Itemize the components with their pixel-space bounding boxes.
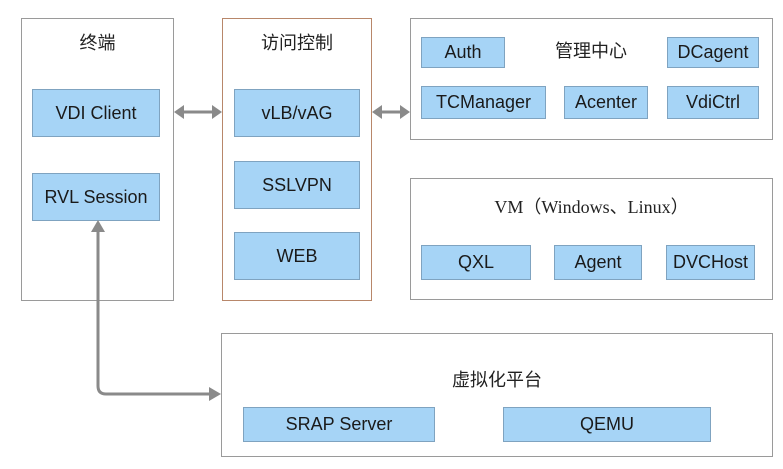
sslvpn-node: SSLVPN [234,161,360,209]
arrowhead-left-1 [174,105,184,119]
virtualization-platform-panel: 虚拟化平台 SRAP Server QEMU [221,333,773,457]
vdictrl-node: VdiCtrl [667,86,759,119]
virtualization-platform-title: 虚拟化平台 [452,370,542,391]
dcagent-node: DCagent [667,37,759,68]
vm-title: VM（Windows、Linux） [494,197,689,217]
arrowhead-right-platform [209,387,221,401]
management-center-panel: 管理中心 Auth DCagent TCManager Acenter VdiC… [410,18,773,140]
arrow-rvl-to-platform [96,228,212,396]
acenter-node: Acenter [564,86,648,119]
access-control-title: 访问控制 [261,33,333,54]
terminal-title: 终端 [79,33,116,54]
management-center-title: 管理中心 [555,41,627,62]
vlb-vag-node: vLB/vAG [234,89,360,137]
vdi-client-node: VDI Client [32,89,160,137]
terminal-panel: 终端 VDI Client RVL Session [21,18,174,301]
arrowhead-right-1 [212,105,222,119]
qxl-node: QXL [421,245,531,280]
arrowhead-left-2 [372,105,382,119]
tcmanager-node: TCManager [421,86,546,119]
access-control-panel: 访问控制 vLB/vAG SSLVPN WEB [222,18,372,301]
dvchost-node: DVCHost [666,245,755,280]
arrowhead-up-rvl [91,220,105,232]
auth-node: Auth [421,37,505,68]
srap-server-node: SRAP Server [243,407,435,442]
qemu-node: QEMU [503,407,711,442]
agent-node: Agent [554,245,642,280]
web-node: WEB [234,232,360,280]
vm-panel: VM（Windows、Linux） QXL Agent DVCHost [410,178,773,300]
arrowhead-right-2 [400,105,410,119]
rvl-session-node: RVL Session [32,173,160,221]
